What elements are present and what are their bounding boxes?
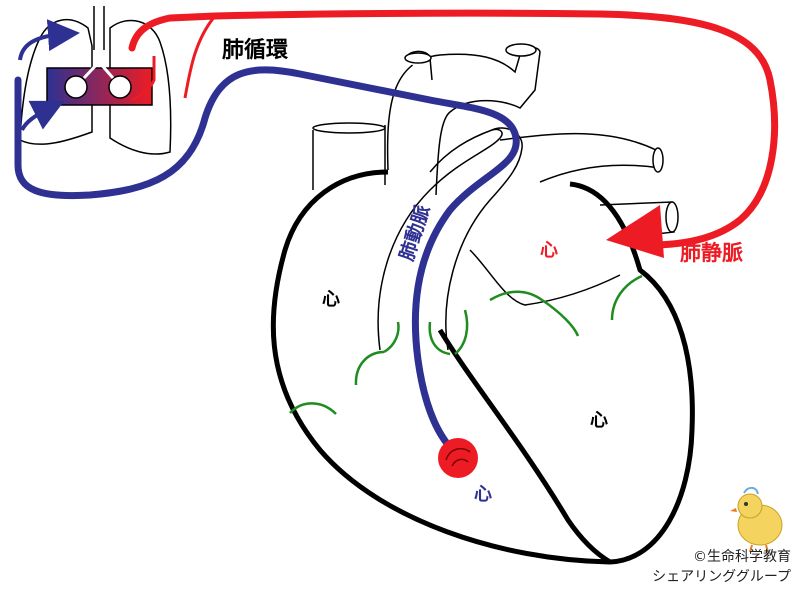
pulmonary-vein-path <box>128 9 779 249</box>
valves <box>289 274 643 415</box>
chick-mascot-icon <box>730 486 783 553</box>
pulmonary-vein-label: 肺静脈 <box>680 241 743 265</box>
left-ventricle-label: 心 <box>590 410 608 431</box>
pulmonary-vein-arrowhead <box>606 205 664 258</box>
blood-origin-marker <box>438 438 478 478</box>
credit-line-1: ©生命科学教育 <box>693 549 791 565</box>
right-atrium-label: 心 <box>322 289 340 310</box>
pulmonary-circulation-label: 肺循環 <box>222 37 289 63</box>
credit-line-2: シェアリンググループ <box>652 569 791 585</box>
right-ventricle-label: 心 <box>474 484 492 505</box>
pulmonary-artery-path <box>14 66 520 459</box>
left-atrium-label: 心 <box>540 240 558 261</box>
heart-icon <box>270 43 695 565</box>
